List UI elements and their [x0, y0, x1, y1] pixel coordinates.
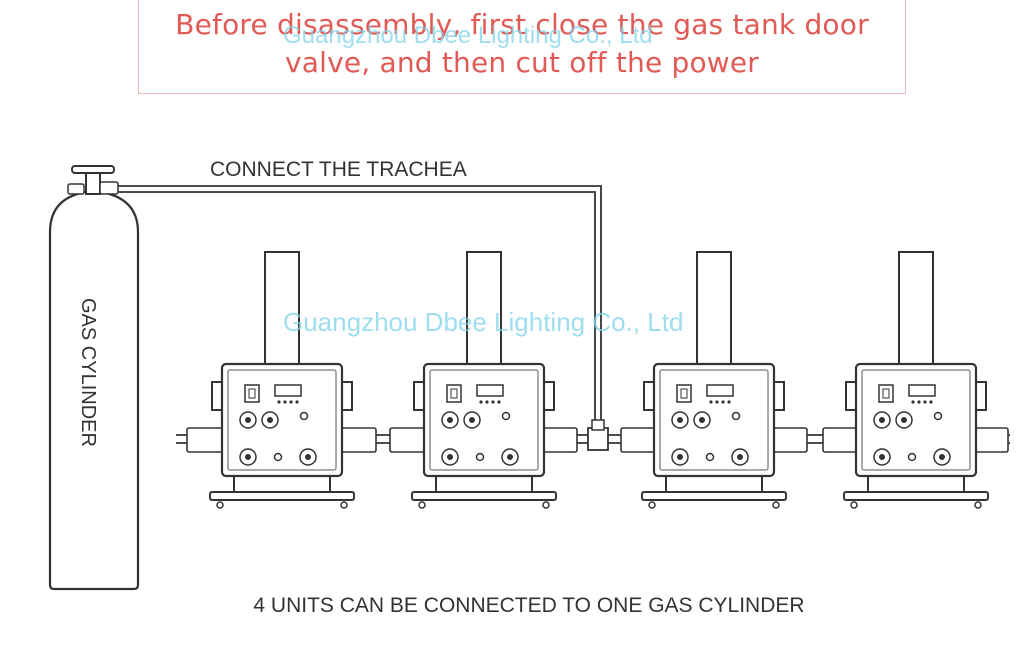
gas-cylinder [48, 165, 140, 591]
warning-line-2: valve, and then cut off the power [284, 46, 760, 79]
footer-label: 4 UNITS CAN BE CONNECTED TO ONE GAS CYLI… [253, 594, 804, 617]
cylinder-label: GAS CYLINDER [77, 298, 99, 447]
warning-text: Before disassembly, first close the gas … [139, 6, 905, 82]
unit-4 [842, 250, 990, 510]
pipe-fittings [186, 427, 1009, 453]
tee-connector [587, 419, 609, 451]
watermark-center: Guangzhou Dbee Lighting Co., Ltd [283, 307, 684, 337]
warning-line-1: Before disassembly, first close the gas … [175, 8, 869, 41]
unit-1 [208, 250, 356, 510]
watermark-top: Guangzhou Dbee Lighting Co., Ltd [283, 22, 653, 49]
unit-2 [410, 250, 558, 510]
trachea-pipe [118, 185, 602, 432]
trachea-label: CONNECT THE TRACHEA [210, 158, 467, 181]
warning-banner: Before disassembly, first close the gas … [138, 0, 906, 94]
unit-3 [640, 250, 788, 510]
